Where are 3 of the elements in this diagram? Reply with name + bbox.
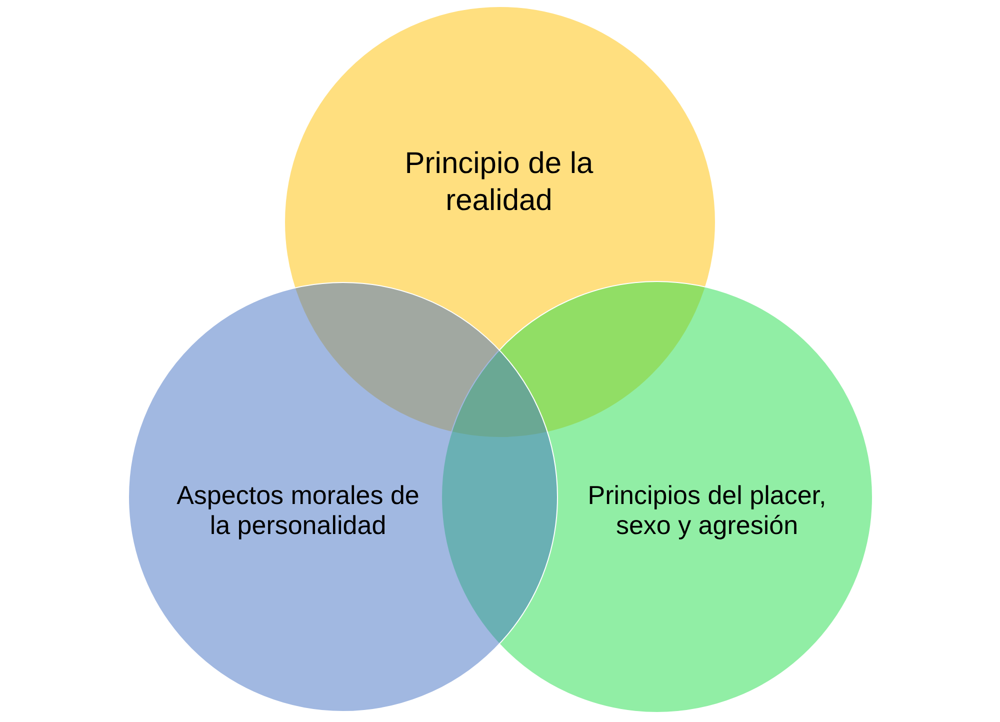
circle-label: Principios del placer, sexo y agresión bbox=[586, 480, 828, 540]
circle-label: Principio de la realidad bbox=[404, 146, 594, 219]
circle-label: Aspectos morales de la personalidad bbox=[176, 480, 420, 540]
